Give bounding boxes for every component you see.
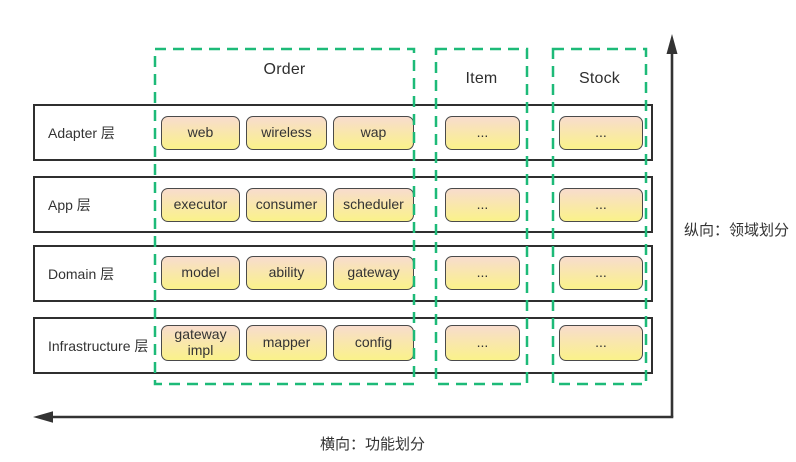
module-box-consumer: consumer bbox=[246, 188, 327, 222]
module-box-item-app: ... bbox=[445, 188, 520, 222]
module-box-executor: executor bbox=[161, 188, 240, 222]
module-box-stock-app: ... bbox=[559, 188, 643, 222]
module-box-wireless: wireless bbox=[246, 116, 327, 150]
module-box-stock-adapter: ... bbox=[559, 116, 643, 150]
vertical-axis-label: 纵向：领域划分 bbox=[684, 222, 790, 239]
layer-label: App 层 bbox=[48, 196, 91, 213]
up-arrowhead-icon bbox=[666, 34, 678, 54]
module-box-stock-infra: ... bbox=[559, 325, 643, 361]
layer-label: Domain 层 bbox=[48, 265, 115, 282]
column-header-stock: Stock bbox=[578, 70, 620, 87]
module-box-wap: wap bbox=[333, 116, 414, 150]
module-box-item-adapter: ... bbox=[445, 116, 520, 150]
layer-label: Adapter 层 bbox=[48, 124, 115, 141]
module-box-item-domain: ... bbox=[445, 256, 520, 290]
module-box-web: web bbox=[161, 116, 240, 150]
module-box-gateway: gateway bbox=[333, 256, 414, 290]
module-box-gateway-impl: gateway impl bbox=[161, 325, 240, 361]
column-header-item: Item bbox=[465, 70, 498, 87]
column-header-order: Order bbox=[263, 61, 306, 78]
module-box-stock-domain: ... bbox=[559, 256, 643, 290]
module-box-model: model bbox=[161, 256, 240, 290]
module-box-item-infra: ... bbox=[445, 325, 520, 361]
left-arrowhead-icon bbox=[33, 411, 53, 423]
module-box-mapper: mapper bbox=[246, 325, 327, 361]
layer-label: Infrastructure 层 bbox=[48, 337, 149, 354]
module-box-ability: ability bbox=[246, 256, 327, 290]
module-box-config: config bbox=[333, 325, 414, 361]
horizontal-axis-label: 横向：功能划分 bbox=[320, 436, 426, 453]
module-box-scheduler: scheduler bbox=[333, 188, 414, 222]
